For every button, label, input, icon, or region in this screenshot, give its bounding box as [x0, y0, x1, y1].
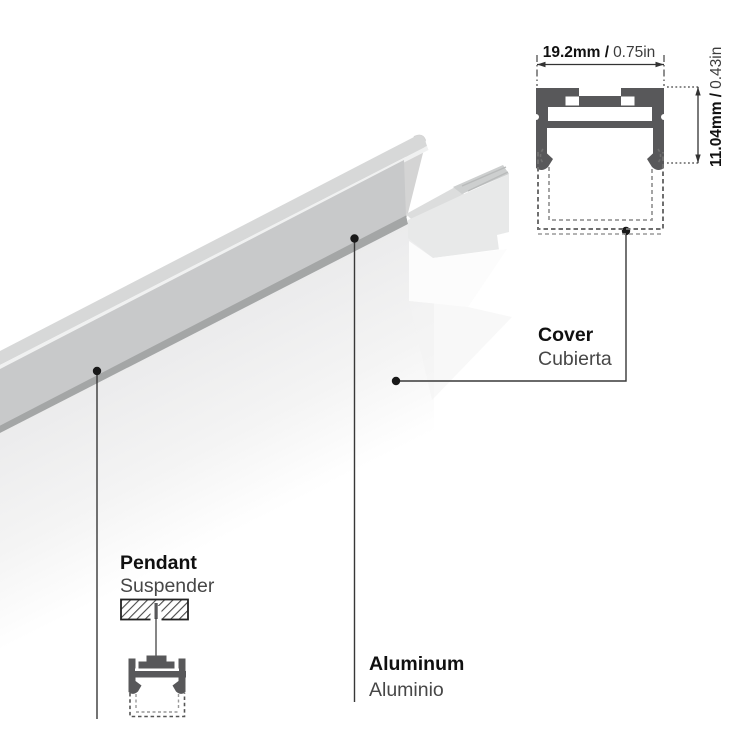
pendant-label-es: Suspender — [120, 575, 215, 597]
cover-label-en: Cover — [538, 324, 594, 346]
aluminum-label-group: Aluminum Aluminio — [369, 653, 464, 701]
section-step-notch-right — [621, 96, 635, 106]
section-cover-leg-right — [653, 128, 664, 158]
width-dim-extension-lines — [536, 55, 665, 86]
pendant-diagram: Pendant Suspender — [120, 552, 215, 718]
height-dim-imperial: 0.43in — [708, 47, 725, 89]
leader-lines — [96, 231, 627, 719]
render-cover-edge-highlight — [0, 146, 429, 369]
section-cover-tab-right — [621, 88, 664, 97]
cover-leader-dot-b — [391, 376, 401, 386]
pendant-bracket-top — [146, 655, 167, 663]
height-dimension-text: 11.04mm / 0.43in — [708, 47, 725, 167]
pendant-foot-right — [172, 681, 186, 694]
pendant-slot-line — [135, 668, 179, 671]
section-wall-nub-left — [533, 114, 539, 120]
pendant-channel-top — [128, 671, 186, 678]
pendant-dashed-body — [129, 693, 186, 718]
section-cover-leg-left — [536, 128, 547, 158]
section-hollow — [548, 107, 652, 121]
section-cover-cutouts — [533, 96, 667, 121]
render-tab-grooves — [461, 166, 509, 192]
aluminum-leader-dot — [350, 234, 359, 243]
pendant-profile-icon — [128, 655, 186, 694]
pendant-wall-left — [128, 658, 136, 687]
aluminum-label-es: Aluminio — [369, 679, 444, 701]
cross-section-drawing: 19.2mm /0.75in 11.04mm / 0.43in — [533, 44, 725, 370]
width-dim-metric: 19.2mm / — [543, 44, 610, 61]
pendant-wall-right — [178, 658, 186, 687]
section-cover-solid — [536, 88, 664, 171]
section-channel-outer — [537, 152, 664, 230]
width-dim-arrow-left — [537, 61, 546, 68]
section-step-notch-left — [565, 96, 579, 106]
height-dim-metric: 11.04mm / — [708, 92, 725, 167]
width-dimension-text: 19.2mm /0.75in — [543, 44, 656, 61]
width-dim-arrow-right — [655, 61, 664, 68]
profile-3d-render — [0, 134, 512, 658]
wire-anchor — [154, 603, 158, 619]
pendant-dashed-inner — [135, 694, 180, 713]
width-dim-imperial: 0.75in — [613, 44, 655, 61]
render-aluminum-body-face — [0, 223, 434, 658]
section-channel-hooks — [539, 148, 662, 165]
pendant-label-en: Pendant — [120, 552, 197, 574]
pendant-foot-left — [128, 681, 142, 694]
render-cover-top-face — [0, 135, 427, 365]
height-dim-arrow-top — [695, 87, 701, 96]
section-channel-inner — [548, 167, 653, 221]
pendant-dashed-outer — [129, 693, 186, 718]
render-lower-fade — [409, 301, 512, 400]
pendant-bracket-base — [138, 661, 175, 669]
height-dim-extension-lines — [667, 86, 700, 164]
height-dim-arrow-bottom — [695, 154, 701, 163]
render-cover-front-face — [0, 160, 406, 426]
section-cover-tab-left — [536, 88, 579, 97]
aluminum-label-en: Aluminum — [369, 653, 464, 675]
render-cover-bottom-lip — [0, 215, 408, 433]
section-wall-nub-right — [661, 114, 667, 120]
cover-leader-line — [396, 231, 627, 382]
render-channel-far-wall — [406, 186, 464, 221]
pendant-leader-dot — [92, 366, 102, 376]
render-channel-inner-white — [409, 241, 507, 307]
cover-label-es: Cubierta — [538, 348, 612, 370]
section-channel-dashed — [537, 148, 664, 235]
render-end-hook-notch — [497, 232, 509, 252]
render-channel-end-face — [408, 174, 509, 258]
